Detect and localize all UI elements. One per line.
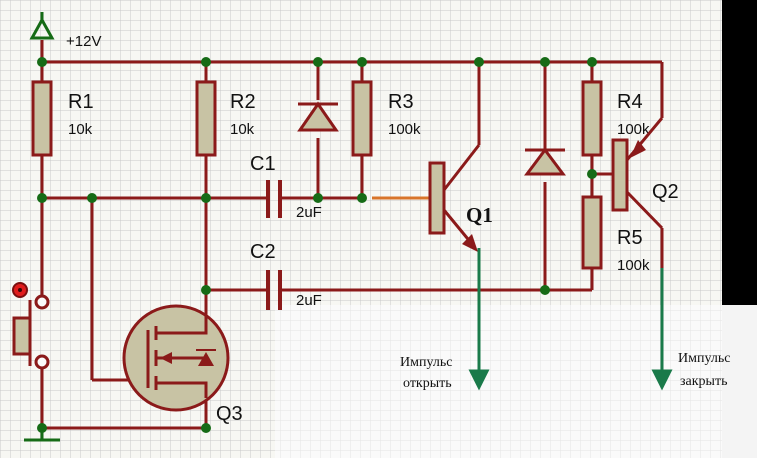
diode-2 [524, 147, 566, 176]
r1-value: 10k [68, 121, 93, 138]
resistor-r3: R3 100k [351, 80, 421, 157]
pulse-arrows [468, 248, 673, 391]
q2-name: Q2 [652, 181, 679, 203]
mosfet-q3: Q3 [122, 304, 243, 425]
note-close: Импульс закрыть [678, 351, 730, 389]
note-open: Импульс открыть [400, 355, 452, 391]
transistor-q2: Q2 [611, 117, 679, 230]
junction-nodes [37, 57, 597, 433]
note-open-line1: Импульс [400, 355, 452, 370]
c2-name: C2 [250, 241, 276, 263]
note-open-line2: открыть [403, 376, 452, 391]
diode-1 [297, 101, 339, 132]
note-close-line1: Импульс [678, 351, 730, 366]
resistor-r2: R2 10k [195, 80, 256, 157]
r3-name: R3 [388, 91, 414, 113]
r5-name: R5 [617, 227, 643, 249]
power-label: +12V [66, 33, 101, 50]
r2-name: R2 [230, 91, 256, 113]
push-button[interactable] [12, 282, 50, 372]
c1-value: 2uF [296, 204, 322, 221]
resistor-r1: R1 10k [31, 80, 94, 157]
r4-name: R4 [617, 91, 643, 113]
r4-value: 100k [617, 121, 650, 138]
c1-name: C1 [250, 153, 276, 175]
r3-value: 100k [388, 121, 421, 138]
capacitor-c1: C1 2uF [250, 153, 322, 221]
resistor-r4: R4 100k [581, 80, 650, 157]
transistor-q1: Q1 [428, 144, 493, 252]
c2-value: 2uF [296, 292, 322, 309]
note-close-line2: закрыть [680, 374, 727, 389]
capacitor-c2: C2 2uF [250, 241, 322, 310]
wires [40, 40, 664, 430]
r1-name: R1 [68, 91, 94, 113]
q1-name: Q1 [466, 203, 493, 227]
power-terminal: +12V [29, 12, 101, 50]
q3-name: Q3 [216, 403, 243, 425]
resistor-r5: R5 100k [581, 195, 650, 274]
r5-value: 100k [617, 257, 650, 274]
r2-value: 10k [230, 121, 255, 138]
